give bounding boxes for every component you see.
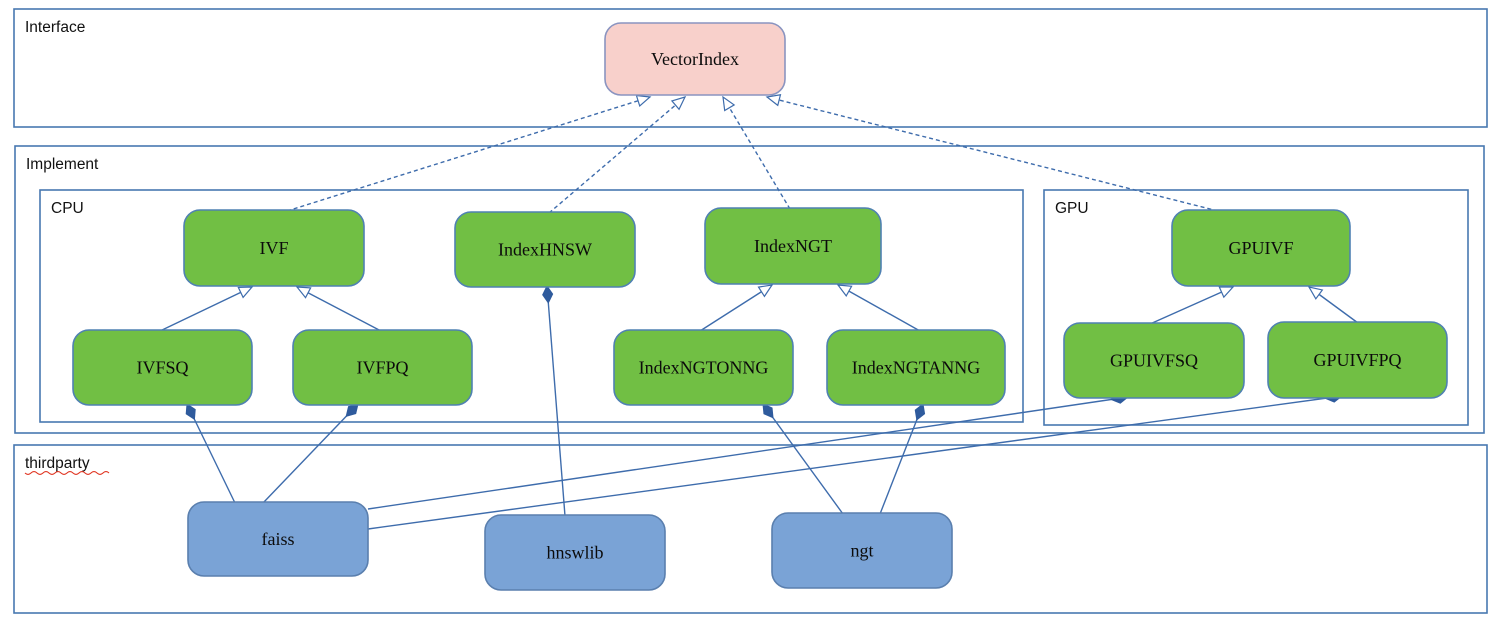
edge-composition-IndexHNSW-to-hnswlib[interactable] (542, 285, 566, 517)
node-VectorIndex-label: VectorIndex (651, 49, 739, 69)
edge-generalization-IVFPQ-to-IVF[interactable] (295, 286, 382, 332)
node-IndexHNSW[interactable]: IndexHNSW (454, 211, 636, 288)
node-IVFPQ[interactable]: IVFPQ (292, 329, 473, 406)
node-IndexNGTONNG[interactable]: IndexNGTONNG (613, 329, 794, 406)
node-GPUIVFPQ[interactable]: GPUIVFPQ (1267, 321, 1448, 399)
edge-generalization-IndexNGTANNG-to-IndexNGT[interactable] (836, 284, 921, 332)
node-GPUIVFPQ-label: GPUIVFPQ (1313, 350, 1401, 370)
edge-composition-IndexNGTONNG-to-ngt[interactable] (762, 403, 844, 515)
node-IndexNGTANNG-shape[interactable] (826, 329, 1006, 406)
edges-layer (159, 93, 1359, 530)
node-IVFSQ[interactable]: IVFSQ (72, 329, 253, 406)
edge-composition-IndexNGTANNG-to-ngt[interactable] (879, 403, 926, 515)
node-GPUIVFSQ[interactable]: GPUIVFSQ (1063, 322, 1245, 399)
node-GPUIVF-label: GPUIVF (1228, 238, 1293, 258)
node-VectorIndex-shape[interactable] (604, 22, 786, 96)
node-faiss[interactable]: faiss (187, 501, 369, 577)
container-thirdparty-label: thirdparty (25, 455, 90, 472)
edge-realization-GPUIVF-to-VectorIndex[interactable] (765, 93, 1219, 212)
edge-generalization-IndexNGTONNG-to-IndexNGT[interactable] (699, 284, 774, 332)
node-GPUIVFSQ-label: GPUIVFSQ (1110, 351, 1198, 371)
node-VectorIndex[interactable]: VectorIndex (604, 22, 786, 96)
node-IVFSQ-shape[interactable] (72, 329, 253, 406)
node-faiss-shape[interactable] (187, 501, 369, 577)
node-hnswlib-label: hnswlib (546, 543, 603, 563)
container-interface-label: Interface (25, 19, 85, 36)
node-ngt-shape[interactable] (771, 512, 953, 589)
node-GPUIVFSQ-shape[interactable] (1063, 322, 1245, 399)
node-IVF-shape[interactable] (183, 209, 365, 287)
node-IndexNGT[interactable]: IndexNGT (704, 207, 882, 285)
node-hnswlib-shape[interactable] (484, 514, 666, 591)
node-ngt[interactable]: ngt (771, 512, 953, 589)
node-IVFPQ-label: IVFPQ (356, 358, 408, 378)
node-faiss-label: faiss (262, 529, 295, 549)
node-IVFSQ-label: IVFSQ (136, 358, 188, 378)
node-IndexNGT-label: IndexNGT (754, 236, 832, 256)
edge-composition-GPUIVFSQ-to-faiss[interactable] (367, 392, 1129, 510)
edge-realization-IndexHNSW-to-VectorIndex[interactable] (548, 96, 687, 214)
node-ngt-label: ngt (850, 541, 873, 561)
node-IndexNGTONNG-shape[interactable] (613, 329, 794, 406)
node-IVF[interactable]: IVF (183, 209, 365, 287)
node-IndexNGTANNG-label: IndexNGTANNG (852, 358, 981, 378)
node-GPUIVF[interactable]: GPUIVF (1171, 209, 1351, 287)
node-GPUIVFPQ-shape[interactable] (1267, 321, 1448, 399)
edge-generalization-GPUIVFSQ-to-GPUIVF[interactable] (1149, 286, 1235, 325)
node-IVFPQ-shape[interactable] (292, 329, 473, 406)
node-GPUIVF-shape[interactable] (1171, 209, 1351, 287)
edge-generalization-IVFSQ-to-IVF[interactable] (159, 286, 254, 332)
edge-realization-IVF-to-VectorIndex[interactable] (286, 94, 652, 212)
spellcheck-wavy-underline (24, 471, 110, 475)
edge-composition-GPUIVFPQ-to-faiss[interactable] (367, 391, 1343, 530)
node-IndexHNSW-shape[interactable] (454, 211, 636, 288)
container-cpu-label: CPU (51, 200, 84, 217)
node-IndexNGTONNG-label: IndexNGTONNG (639, 358, 769, 378)
container-gpu-label: GPU (1055, 200, 1089, 217)
node-IndexHNSW-label: IndexHNSW (498, 240, 592, 260)
edge-composition-IVFSQ-to-faiss[interactable] (185, 403, 236, 504)
node-IVF-label: IVF (259, 238, 288, 258)
container-implement-label: Implement (26, 156, 99, 173)
node-IndexNGTANNG[interactable]: IndexNGTANNG (826, 329, 1006, 406)
edge-realization-IndexNGT-to-VectorIndex[interactable] (722, 95, 791, 210)
edge-generalization-GPUIVFPQ-to-GPUIVF[interactable] (1307, 286, 1359, 324)
node-hnswlib[interactable]: hnswlib (484, 514, 666, 591)
edge-composition-IVFPQ-to-faiss[interactable] (262, 403, 359, 504)
node-IndexNGT-shape[interactable] (704, 207, 882, 285)
